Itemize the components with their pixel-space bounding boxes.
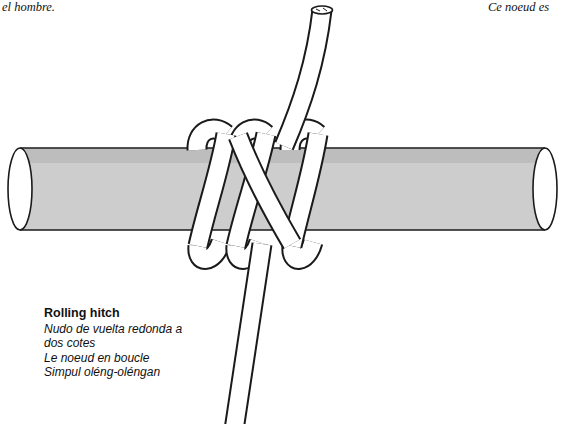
caption-translation: Le noeud en boucle: [44, 351, 149, 365]
rope: [197, 6, 333, 424]
caption-title: Rolling hitch: [44, 306, 120, 320]
caption-translation: Nudo de vuelta redonda a dos cotes: [44, 322, 184, 350]
page-text-fragment: Ce noeud es: [488, 0, 549, 15]
caption-translation: Simpul oléng-oléngan: [44, 365, 160, 379]
page-text-fragment: el hombre.: [2, 0, 55, 15]
